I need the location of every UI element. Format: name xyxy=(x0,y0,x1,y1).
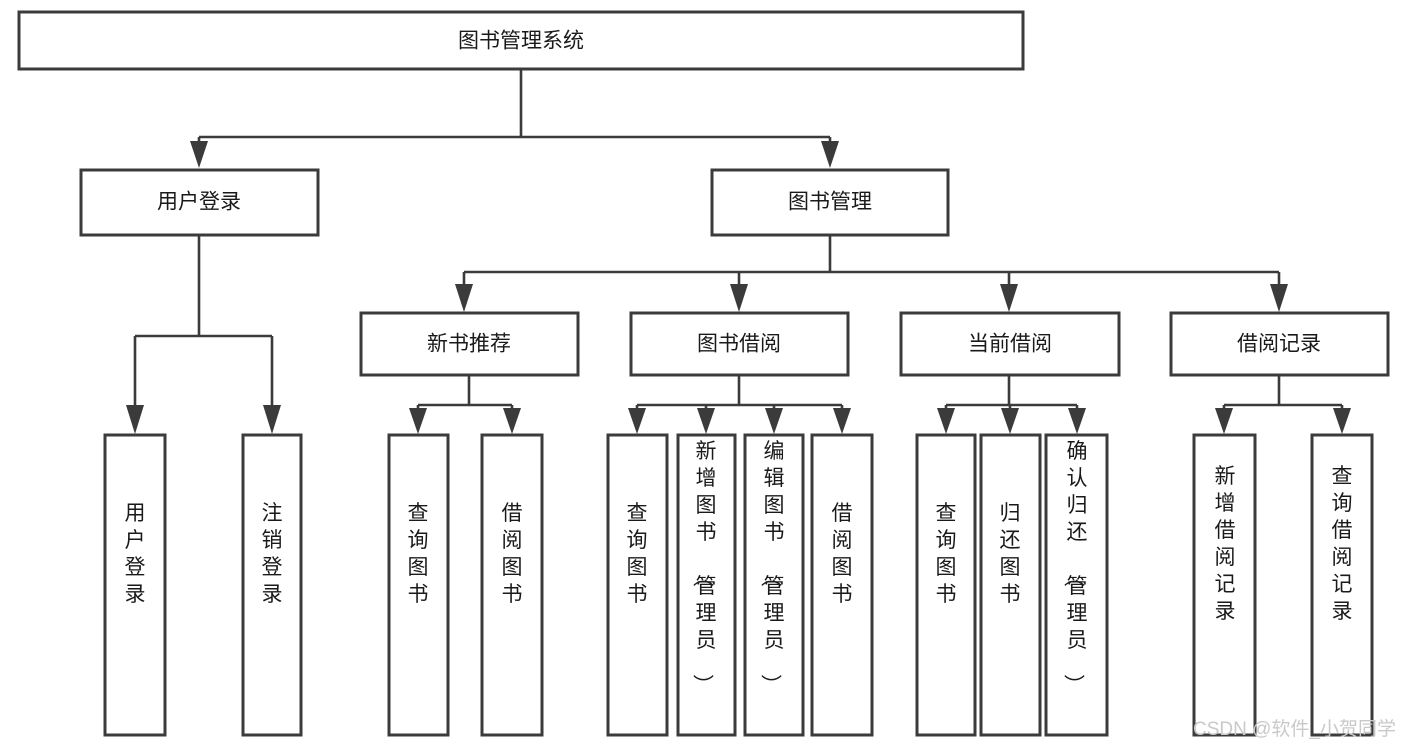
node-leaf-borrow-book-1-box[interactable] xyxy=(480,433,544,737)
node-book-borrow[interactable]: 图书借阅 xyxy=(629,311,850,377)
arrow-head-leaf-add-book-admin xyxy=(697,408,715,434)
node-leaf-borrow-book-2[interactable]: 借阅图书 xyxy=(810,433,874,737)
node-new-book-recommend[interactable]: 新书推荐 xyxy=(359,311,580,377)
node-leaf-edit-book-admin-box[interactable] xyxy=(743,433,805,737)
node-leaf-return-book[interactable]: 归还图书 xyxy=(979,433,1042,737)
arrow-head-leaf-query-book-1 xyxy=(409,408,427,434)
node-leaf-query-borrow-record-label: 查询借阅记录 xyxy=(1332,465,1353,623)
node-leaf-query-borrow-record[interactable]: 查询借阅记录 xyxy=(1310,433,1374,737)
node-leaf-borrow-book-1-label: 借阅图书 xyxy=(502,502,523,606)
node-user-login-label: 用户登录 xyxy=(157,191,241,214)
csdn-watermark: CSDN @软件_小贺同学 xyxy=(1193,718,1396,740)
node-leaf-logout-login-label: 注销登录 xyxy=(262,502,283,606)
node-leaf-borrow-book-2-label: 借阅图书 xyxy=(832,502,853,606)
node-leaf-add-book-admin-box[interactable] xyxy=(676,433,737,737)
arrow-head-leaf-add-borrow-record xyxy=(1215,408,1233,434)
node-book-manage-box[interactable] xyxy=(710,168,950,237)
node-leaf-query-book-3-label: 查询图书 xyxy=(936,502,957,606)
arrow-head-leaf-confirm-return-admin xyxy=(1068,408,1086,434)
node-new-book-recommend-box[interactable] xyxy=(359,311,580,377)
node-borrow-record-box[interactable] xyxy=(1169,311,1390,377)
arrow-head-new-book-recommend xyxy=(455,284,473,312)
arrow-head-leaf-borrow-book-2 xyxy=(833,408,851,434)
node-leaf-query-book-1-box[interactable] xyxy=(387,433,450,737)
node-leaf-borrow-book-2-box[interactable] xyxy=(810,433,874,737)
node-leaf-edit-book-admin-label: 编辑图书（管理员） xyxy=(759,440,785,695)
node-user-login[interactable]: 用户登录 xyxy=(79,168,320,237)
node-borrow-record[interactable]: 借阅记录 xyxy=(1169,311,1390,377)
node-borrow-record-label: 借阅记录 xyxy=(1237,333,1321,356)
arrow-head-leaf-query-borrow-record xyxy=(1333,408,1351,434)
node-leaf-query-book-3[interactable]: 查询图书 xyxy=(915,433,977,737)
arrow-head-book-borrow xyxy=(730,284,748,312)
node-leaf-add-borrow-record-box[interactable] xyxy=(1192,433,1257,737)
node-leaf-query-book-1[interactable]: 查询图书 xyxy=(387,433,450,737)
node-root-box[interactable] xyxy=(17,10,1025,71)
arrow-head-leaf-borrow-book-1 xyxy=(503,408,521,434)
node-leaf-add-borrow-record-label: 新增借阅记录 xyxy=(1215,465,1236,623)
arrow-head-leaf-query-book-3 xyxy=(937,408,955,434)
node-current-borrow-label: 当前借阅 xyxy=(968,333,1052,356)
node-book-manage-label: 图书管理 xyxy=(788,191,872,214)
node-leaf-confirm-return-admin[interactable]: 确认归还（管理员） xyxy=(1044,433,1109,737)
node-user-login-box[interactable] xyxy=(79,168,320,237)
arrow-head-leaf-user-login xyxy=(126,405,144,434)
node-leaf-borrow-book-1[interactable]: 借阅图书 xyxy=(480,433,544,737)
node-leaf-edit-book-admin[interactable]: 编辑图书（管理员） xyxy=(743,433,805,737)
node-leaf-user-login-label: 用户登录 xyxy=(125,502,146,606)
node-leaf-add-book-admin-label: 新增图书（管理员） xyxy=(691,440,717,695)
node-leaf-query-borrow-record-box[interactable] xyxy=(1310,433,1374,737)
node-leaf-add-book-admin[interactable]: 新增图书（管理员） xyxy=(676,433,737,737)
node-leaf-user-login[interactable]: 用户登录 xyxy=(103,433,167,737)
arrow-head-leaf-logout-login xyxy=(263,405,281,434)
node-leaf-logout-login[interactable]: 注销登录 xyxy=(241,433,303,737)
node-book-borrow-box[interactable] xyxy=(629,311,850,377)
node-root-label: 图书管理系统 xyxy=(458,30,584,53)
node-leaf-add-borrow-record[interactable]: 新增借阅记录 xyxy=(1192,433,1257,737)
node-leaf-query-book-2-label: 查询图书 xyxy=(627,502,648,606)
node-leaf-query-book-3-box[interactable] xyxy=(915,433,977,737)
arrow-head-book-manage xyxy=(821,141,839,168)
arrow-head-leaf-query-book-2 xyxy=(628,408,646,434)
node-leaf-user-login-box[interactable] xyxy=(103,433,167,737)
node-leaf-return-book-label: 归还图书 xyxy=(1000,502,1021,606)
node-book-borrow-label: 图书借阅 xyxy=(697,333,781,356)
arrow-head-current-borrow xyxy=(1000,284,1018,312)
arrow-head-leaf-edit-book-admin xyxy=(765,408,783,434)
node-leaf-return-book-box[interactable] xyxy=(979,433,1042,737)
node-leaf-confirm-return-admin-box[interactable] xyxy=(1044,433,1109,737)
connector-layer xyxy=(126,69,1351,434)
node-leaf-query-book-2[interactable]: 查询图书 xyxy=(606,433,669,737)
node-leaf-query-book-1-label: 查询图书 xyxy=(408,502,429,606)
node-leaf-confirm-return-admin-label: 确认归还（管理员） xyxy=(1062,440,1088,695)
node-leaf-logout-login-box[interactable] xyxy=(241,433,303,737)
node-book-manage[interactable]: 图书管理 xyxy=(710,168,950,237)
node-leaf-query-book-2-box[interactable] xyxy=(606,433,669,737)
node-new-book-recommend-label: 新书推荐 xyxy=(427,333,511,356)
node-current-borrow[interactable]: 当前借阅 xyxy=(899,311,1121,377)
node-root[interactable]: 图书管理系统 xyxy=(17,10,1025,71)
arrow-head-leaf-return-book xyxy=(1001,408,1019,434)
arrow-head-user-login xyxy=(190,141,208,168)
node-current-borrow-box[interactable] xyxy=(899,311,1121,377)
arrow-head-borrow-record xyxy=(1270,284,1288,312)
